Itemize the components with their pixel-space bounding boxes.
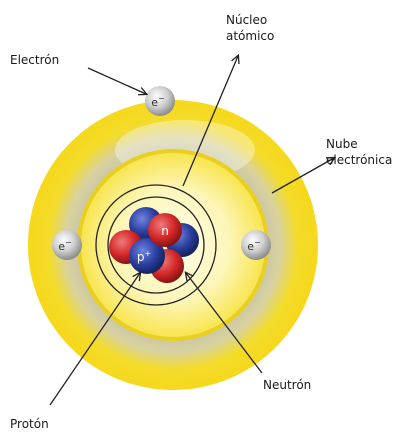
electron-pointer	[87, 67, 146, 94]
nucleus-ring-outer	[95, 184, 217, 306]
cloud-pointer	[271, 158, 334, 194]
nucleus-pointer	[182, 56, 238, 187]
nucleus-label-line2: atómico	[226, 29, 274, 43]
neutron-symbol: n	[161, 224, 169, 238]
electron-top: e−	[145, 86, 175, 116]
cloud-label-line2: electrónica	[326, 153, 392, 167]
svg-text:e−: e−	[58, 238, 71, 253]
cloud-label-line1: Nube	[326, 137, 358, 151]
electron-left: e−	[52, 230, 82, 260]
nucleus-label-line1: Núcleo	[226, 13, 267, 27]
proton-symbol: p+	[137, 249, 151, 264]
proton-label: Protón	[10, 417, 49, 431]
proton-pointer	[49, 273, 140, 406]
neutron-label: Neutrón	[263, 378, 311, 392]
nucleus-ring-inner	[107, 196, 205, 294]
neutron-pointer	[186, 273, 263, 374]
svg-text:e−: e−	[151, 94, 164, 109]
electron-right: e−	[241, 230, 271, 260]
svg-text:e−: e−	[247, 238, 260, 253]
proton-sphere	[129, 238, 165, 274]
electron-label: Electrón	[10, 53, 59, 67]
neutron-sphere	[148, 213, 182, 247]
